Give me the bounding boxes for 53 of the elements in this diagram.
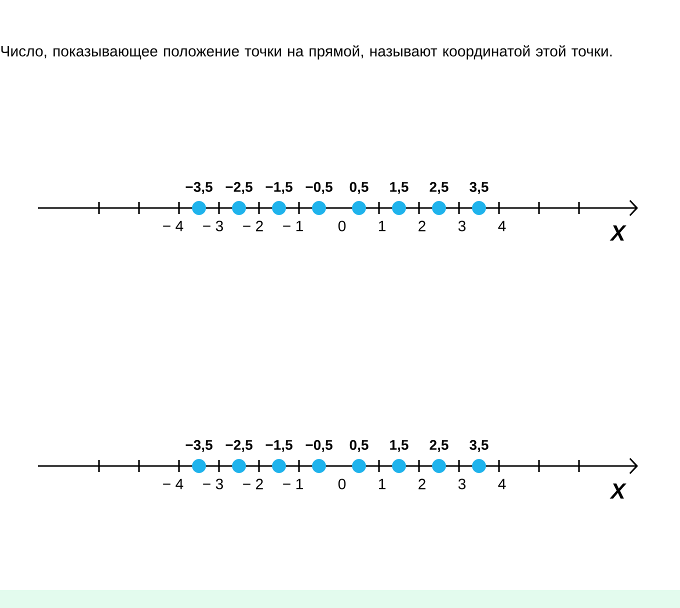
point-dot: [232, 201, 246, 215]
point-dot: [432, 459, 446, 473]
point-label: −1,5: [266, 440, 292, 452]
point-dot: [392, 201, 406, 215]
tick-label: − 2: [243, 478, 263, 490]
point-label: 3,5: [470, 182, 488, 194]
tick-label: 3: [458, 220, 466, 232]
point-label: 0,5: [350, 182, 368, 194]
point-dot: [192, 201, 206, 215]
point-dot: [272, 201, 286, 215]
point-label: −1,5: [266, 182, 292, 194]
point-dot: [192, 459, 206, 473]
point-label: −2,5: [226, 182, 252, 194]
point-dot: [392, 459, 406, 473]
tick-label: − 3: [203, 220, 223, 232]
point-dot: [472, 459, 486, 473]
point-dot: [312, 201, 326, 215]
point-label: 2,5: [430, 440, 448, 452]
tick-label: 3: [458, 478, 466, 490]
point-dot: [472, 201, 486, 215]
point-label: 1,5: [390, 440, 408, 452]
point-label: 1,5: [390, 182, 408, 194]
tick-label: 4: [498, 220, 506, 232]
point-dot: [432, 201, 446, 215]
tick-label: − 3: [203, 478, 223, 490]
tick-label: 0: [338, 220, 346, 232]
point-label: −0,5: [306, 182, 332, 194]
tick-label: − 4: [163, 478, 184, 490]
axis-name: X: [610, 225, 626, 241]
tick-label: − 2: [243, 220, 263, 232]
tick-label: 4: [498, 478, 506, 490]
tick-label: 2: [418, 478, 426, 490]
paragraph: Число, показывающее положение точки на прямой, называют координатой этой точки.: [1, 45, 612, 60]
tick-label: − 1: [283, 220, 303, 232]
tick-label: − 4: [163, 220, 184, 232]
tick-label: − 1: [283, 478, 303, 490]
tick-label: 1: [378, 220, 386, 232]
tick-label: 0: [338, 478, 346, 490]
point-dot: [232, 459, 246, 473]
point-label: −3,5: [186, 182, 212, 194]
point-label: −3,5: [186, 440, 212, 452]
tick-label: 2: [418, 220, 426, 232]
tick-label: 1: [378, 478, 386, 490]
point-label: −0,5: [306, 440, 332, 452]
point-label: 3,5: [470, 440, 488, 452]
point-label: −2,5: [226, 440, 252, 452]
axis-name: X: [610, 483, 626, 499]
point-dot: [312, 459, 326, 473]
point-label: 0,5: [350, 440, 368, 452]
point-dot: [352, 201, 366, 215]
point-label: 2,5: [430, 182, 448, 194]
point-dot: [272, 459, 286, 473]
point-dot: [352, 459, 366, 473]
